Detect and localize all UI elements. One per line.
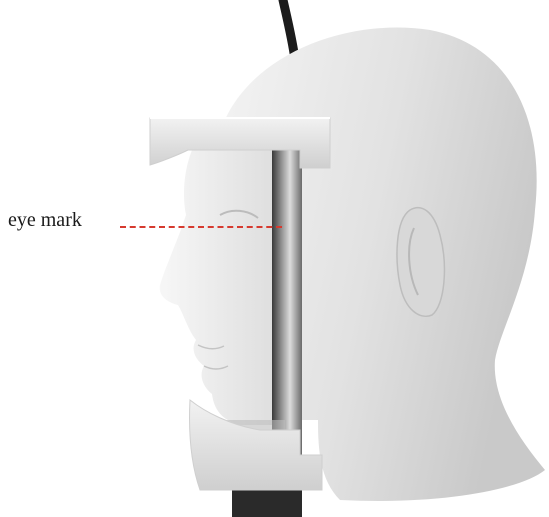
eye-mark-label: eye mark <box>8 208 82 232</box>
headrest-rod <box>272 145 302 465</box>
eye-mark-line <box>120 226 282 228</box>
